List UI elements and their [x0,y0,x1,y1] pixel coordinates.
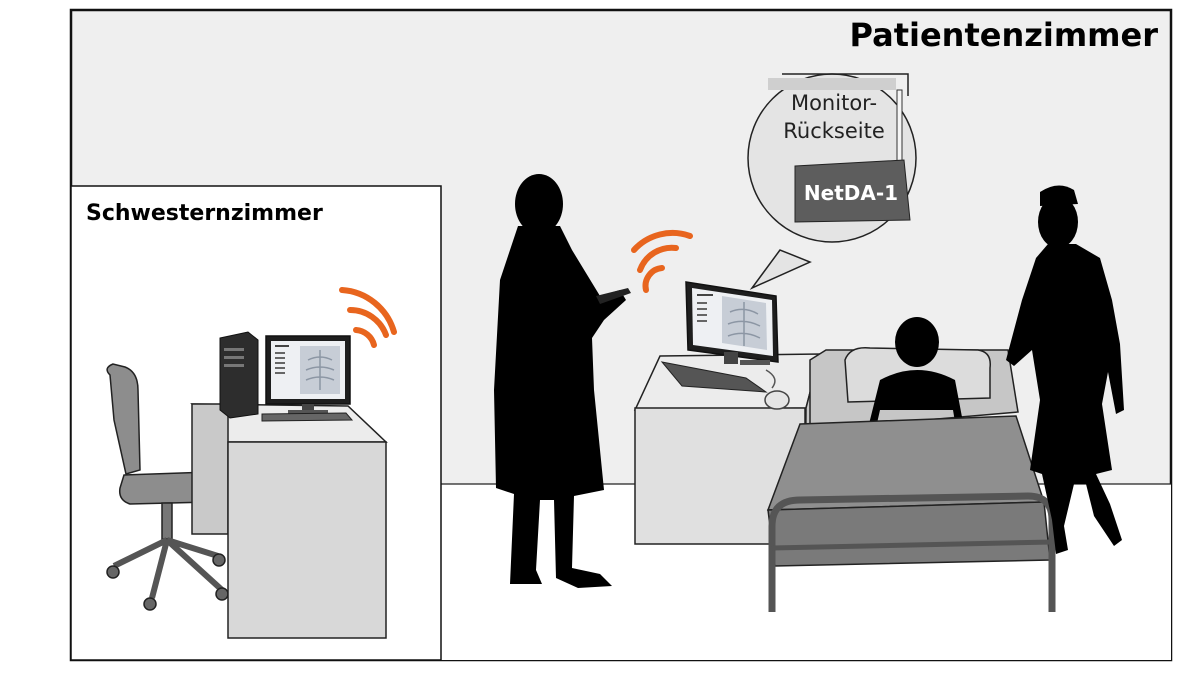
bed-blanket [766,415,1056,612]
antenna-icon [896,89,903,169]
monitor-callout: Monitor- Rückseite NetDA-1 [747,73,917,290]
nurse-monitor-icon [265,335,351,414]
callout-panel-edge [782,73,909,96]
nurse-room-title: Schwesternzimmer [86,201,323,226]
callout-label-line1: Monitor- [791,91,877,115]
doctor-silhouette [494,174,631,588]
callout-label-line2: Rückseite [783,119,885,143]
nurse-silhouette [1006,185,1124,554]
patient-keyboard-icon [660,361,768,393]
mouse-icon [764,390,790,410]
wifi-signal-icon [339,287,397,348]
callout-panel-top [768,78,896,90]
bed-rail [771,539,1053,551]
nurse-keyboard-icon [261,412,354,422]
patient-room-title: Patientenzimmer [850,16,1159,54]
netda-device-label: NetDA-1 [804,181,898,205]
callout-pointer [749,249,812,290]
patient-silhouette [846,317,985,486]
mouse-cable [765,369,776,389]
computer-tower-icon [219,331,259,419]
nurse-room: Schwesternzimmer [70,185,442,661]
doctor-wifi-signal-icon [631,229,693,293]
patient-monitor-icon [685,281,779,365]
clipboard-icon [596,288,631,304]
netda-device-box [794,159,911,223]
